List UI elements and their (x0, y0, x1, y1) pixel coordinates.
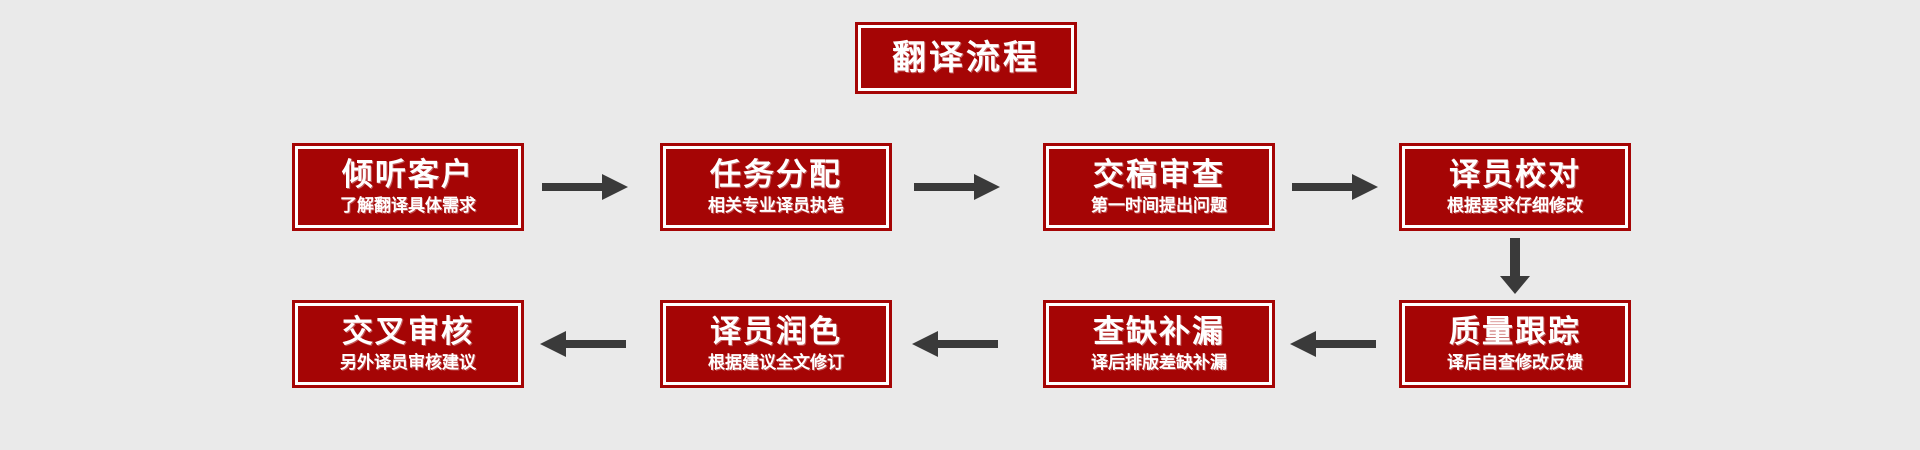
flow-node-step-5[interactable]: 质量跟踪 译后自查修改反馈 (1399, 300, 1631, 388)
diagram-title-box: 翻译流程 (855, 22, 1077, 94)
arrow-left-icon-step-5-to-6 (1288, 327, 1378, 361)
arrow-left-icon-step-6-to-7 (910, 327, 1000, 361)
flow-node-title: 任务分配 (710, 156, 842, 193)
flow-node-step-2[interactable]: 任务分配 相关专业译员执笔 (660, 143, 892, 231)
diagram-title-text: 翻译流程 (892, 37, 1040, 78)
flow-node-title: 译员润色 (710, 313, 842, 350)
flow-node-subtitle: 译后排版差缺补漏 (1091, 352, 1227, 373)
arrow-right-icon-step-1-to-2 (540, 170, 630, 204)
flow-node-step-4[interactable]: 译员校对 根据要求仔细修改 (1399, 143, 1631, 231)
flow-node-subtitle: 了解翻译具体需求 (340, 195, 476, 216)
flow-node-step-7[interactable]: 译员润色 根据建议全文修订 (660, 300, 892, 388)
flow-node-subtitle: 相关专业译员执笔 (708, 195, 844, 216)
flow-node-subtitle: 另外译员审核建议 (340, 352, 476, 373)
flow-node-subtitle: 根据建议全文修订 (708, 352, 844, 373)
flow-node-step-3[interactable]: 交稿审查 第一时间提出问题 (1043, 143, 1275, 231)
flow-node-subtitle: 译后自查修改反馈 (1447, 352, 1583, 373)
flow-node-subtitle: 根据要求仔细修改 (1447, 195, 1583, 216)
arrow-down-icon-step-4-to-5 (1498, 238, 1532, 296)
arrow-left-icon-step-7-to-8 (538, 327, 628, 361)
flow-node-step-6[interactable]: 查缺补漏 译后排版差缺补漏 (1043, 300, 1275, 388)
flow-node-title: 质量跟踪 (1449, 313, 1581, 350)
flow-node-title: 查缺补漏 (1093, 313, 1225, 350)
arrow-right-icon-step-3-to-4 (1290, 170, 1380, 204)
arrow-right-icon-step-2-to-3 (912, 170, 1002, 204)
flow-node-step-1[interactable]: 倾听客户 了解翻译具体需求 (292, 143, 524, 231)
flow-node-title: 交稿审查 (1093, 156, 1225, 193)
flow-node-title: 交叉审核 (342, 313, 474, 350)
flow-node-subtitle: 第一时间提出问题 (1091, 195, 1227, 216)
flow-node-title: 倾听客户 (342, 156, 474, 193)
flow-node-title: 译员校对 (1449, 156, 1581, 193)
flow-node-step-8[interactable]: 交叉审核 另外译员审核建议 (292, 300, 524, 388)
